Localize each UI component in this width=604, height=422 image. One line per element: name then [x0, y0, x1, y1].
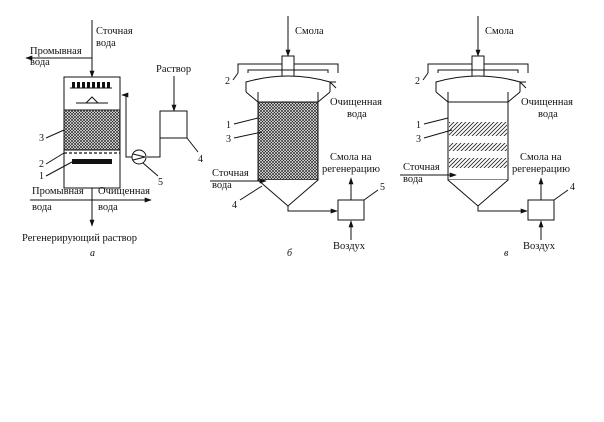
callout-3-b: 3 [226, 134, 231, 145]
callout-2-a: 2 [39, 159, 44, 170]
sewage-inlet-label-a-2: вода [96, 38, 116, 49]
resin-layer-2-c [449, 143, 507, 151]
figure-c-pulsed-bed-column: Смола Очищенная вода Сточная вода Смола … [400, 16, 575, 259]
clean-water-label-c: Очищенная [521, 97, 573, 108]
figure-a-fixed-bed-filter: Сточная вода Промывная вода Раствор Пром… [22, 20, 203, 259]
callout-1-a: 1 [39, 171, 44, 182]
air-label-b: Воздух [333, 241, 366, 252]
to-regen-label-b: Смола на [330, 152, 372, 163]
sewage-inlet-label-c: Сточная [403, 162, 440, 173]
sewage-inlet-label-b-2: вода [212, 180, 232, 191]
airlift-b [338, 200, 364, 220]
resin-inlet-label-b: Смола [295, 26, 324, 37]
resin-layer-1-c [449, 122, 507, 136]
figure-b-moving-bed-column: Смола Очищенная вода Сточная вода Смола … [210, 16, 385, 259]
airlift-c [528, 200, 554, 220]
air-label-c: Воздух [523, 241, 556, 252]
clean-water-label-b: Очищенная [330, 97, 382, 108]
solution-tank [160, 111, 187, 138]
regen-solution-label: Регенерирующий раствор [22, 233, 137, 244]
callout-1-c: 1 [416, 120, 421, 131]
cone-bottom-c [448, 180, 508, 206]
sewage-inlet-label-c-2: вода [403, 174, 423, 185]
clean-water-label-a-2: вода [98, 202, 118, 213]
clean-water-label-b-2: вода [347, 109, 367, 120]
to-regen-label-b-2: регенерацию [322, 164, 380, 175]
wash-water-top-label-2: вода [30, 57, 50, 68]
resin-layer-3-c [449, 158, 507, 168]
callout-3-c: 3 [416, 134, 421, 145]
callout-2-b: 2 [225, 76, 230, 87]
callout-3-a: 3 [39, 133, 44, 144]
top-chamber-b [246, 76, 330, 92]
callout-5-b: 5 [380, 182, 385, 193]
resin-bed-b [258, 102, 318, 180]
sewage-inlet-label-b: Сточная [212, 168, 249, 179]
resin-inlet-label-c: Смола [485, 26, 514, 37]
callout-4-c: 4 [570, 182, 575, 193]
callout-4-b: 4 [232, 200, 237, 211]
wash-water-bottom-label-2: вода [32, 202, 52, 213]
to-regen-label-c-2: регенерацию [512, 164, 570, 175]
wash-water-bottom-label: Промывная [32, 186, 84, 197]
cone-bottom-b [258, 180, 318, 206]
callout-5-a: 5 [158, 177, 163, 188]
callout-4-a: 4 [198, 154, 203, 165]
wash-water-top-label: Промывная [30, 46, 82, 57]
resin-bed-a [64, 110, 120, 150]
callout-2-c: 2 [415, 76, 420, 87]
clean-water-label-c-2: вода [538, 109, 558, 120]
to-regen-label-c: Смола на [520, 152, 562, 163]
solution-label: Раствор [156, 64, 191, 75]
caption-c: в [504, 248, 509, 259]
callout-1-b: 1 [226, 120, 231, 131]
drainage-system [72, 159, 112, 164]
sewage-inlet-label-a: Сточная [96, 26, 133, 37]
caption-a: а [90, 248, 95, 259]
clean-water-label-a: Очищенная [98, 186, 150, 197]
top-chamber-c [436, 76, 520, 92]
caption-b: б [287, 248, 293, 259]
column-c [448, 102, 508, 180]
